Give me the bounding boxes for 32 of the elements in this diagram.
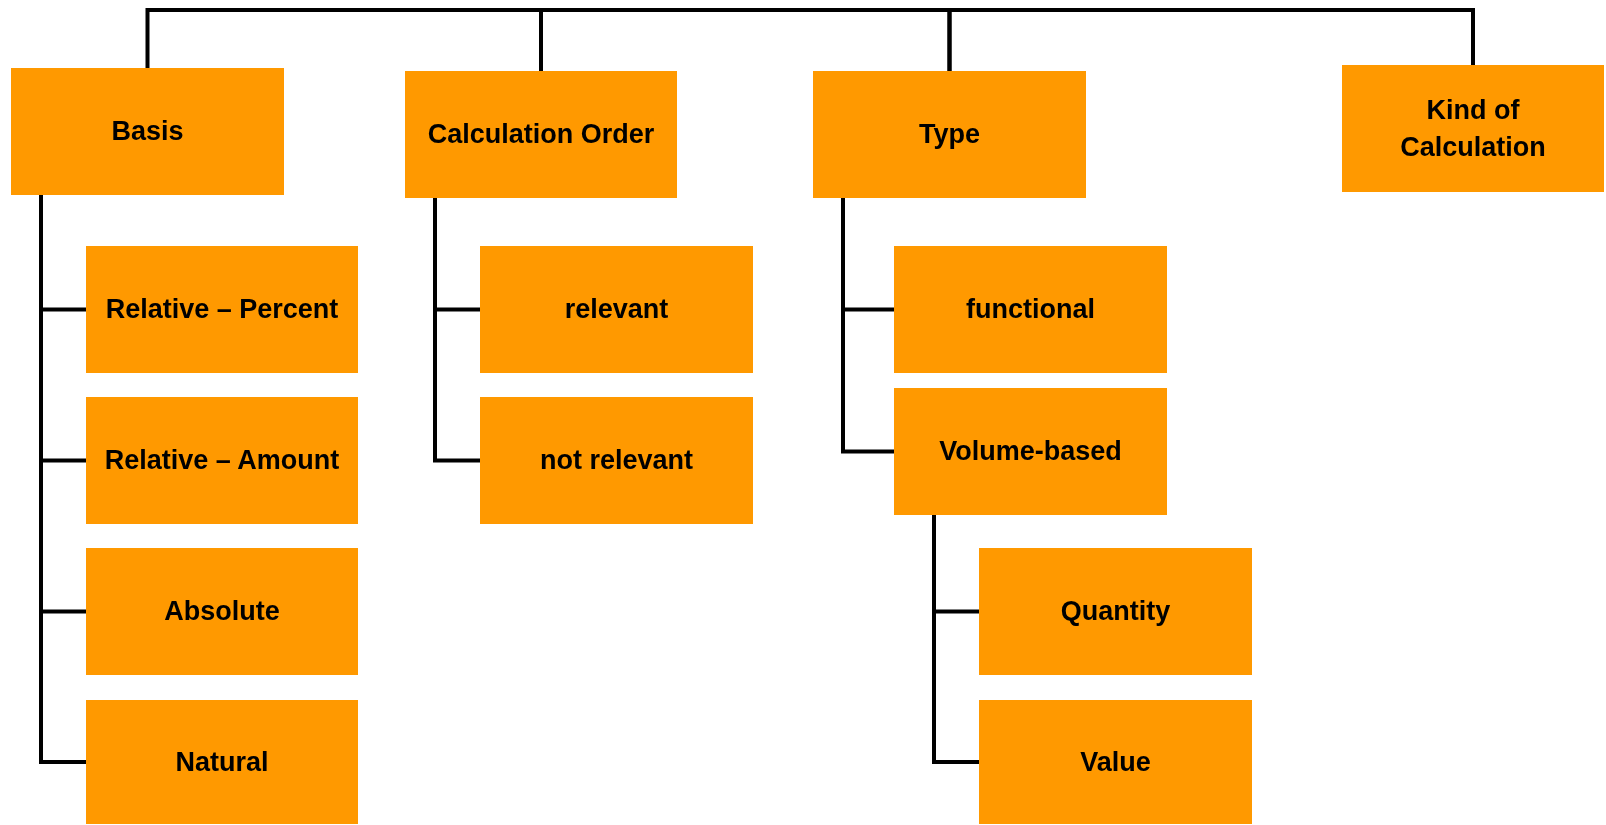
category-label: Quantity — [1060, 595, 1171, 629]
category-box — [979, 548, 1252, 675]
category-box — [894, 246, 1167, 373]
category-label: Relative – Percent — [105, 293, 339, 327]
connector-line — [932, 515, 979, 764]
connector-line — [433, 198, 480, 463]
category-label: not relevant — [539, 444, 693, 478]
category-box — [86, 397, 358, 524]
category-box — [480, 397, 753, 524]
category-box — [894, 388, 1167, 515]
category-box — [1342, 65, 1604, 192]
category-box — [480, 246, 753, 373]
category-box — [979, 700, 1252, 824]
category-label: Value — [1080, 745, 1151, 779]
category-label: Volume-based — [939, 435, 1122, 469]
category-label: functional — [966, 293, 1095, 327]
category-box — [813, 71, 1086, 198]
connector-line — [947, 8, 1475, 71]
category-label: Absolute — [164, 595, 280, 629]
connector-line — [841, 198, 894, 454]
category-box — [86, 700, 358, 824]
category-box — [405, 71, 677, 198]
category-box — [86, 246, 358, 373]
category-label: Basis — [111, 115, 184, 149]
category-label: Type — [919, 118, 980, 152]
category-box — [86, 548, 358, 675]
category-label: Kind of Calculation — [1399, 94, 1547, 164]
category-label: Relative – Amount — [104, 444, 340, 478]
category-label: Calculation Order — [427, 118, 655, 152]
category-label: relevant — [564, 293, 669, 327]
category-box — [11, 68, 284, 195]
category-label: Natural — [175, 745, 269, 779]
